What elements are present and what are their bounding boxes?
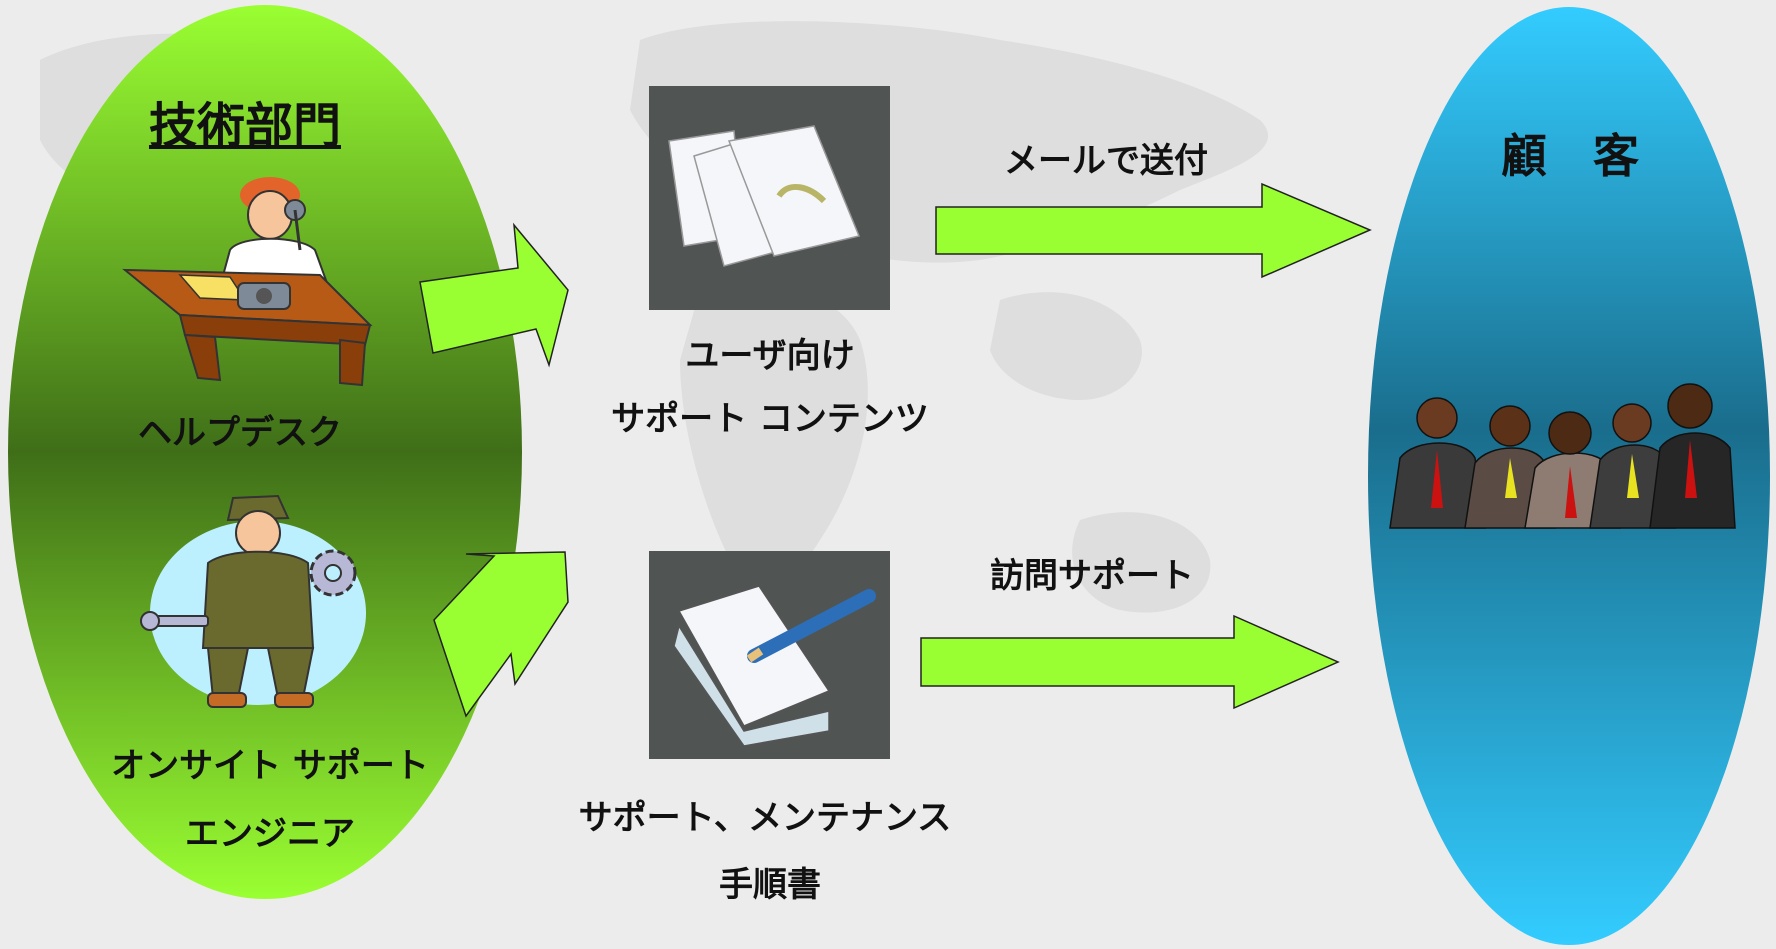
- arrow-visit: [920, 614, 1340, 710]
- helpdesk-label: ヘルプデスク: [138, 413, 342, 453]
- content-label-line2: サポート コンテンツ: [611, 399, 929, 439]
- visit-arrow-label: 訪問サポート: [990, 556, 1194, 596]
- engineer-with-tools-icon: [138, 488, 368, 718]
- email-arrow-label: メールで送付: [1004, 141, 1208, 181]
- tech-department-ellipse: [8, 5, 522, 899]
- engineer-label-line2: エンジニア: [185, 814, 355, 854]
- manual-label-line2: 手順書: [719, 865, 821, 905]
- documents-icon: [649, 86, 890, 310]
- tech-department-title: 技術部門: [148, 98, 341, 154]
- helpdesk-person-icon: [120, 165, 380, 390]
- manual-label-line1: サポート、メンテナンス: [578, 798, 952, 838]
- customer-group-icon: [1385, 378, 1736, 530]
- arrow-engineer-to-manual: [433, 551, 569, 718]
- engineer-label-line1: オンサイト サポート: [111, 746, 429, 786]
- arrow-email: [935, 182, 1372, 279]
- customer-title: 顧 客: [1501, 129, 1639, 183]
- arrow-helpdesk-to-content: [419, 222, 569, 368]
- content-label-line1: ユーザ向け: [685, 336, 855, 376]
- manual-with-pen-icon: [649, 551, 890, 759]
